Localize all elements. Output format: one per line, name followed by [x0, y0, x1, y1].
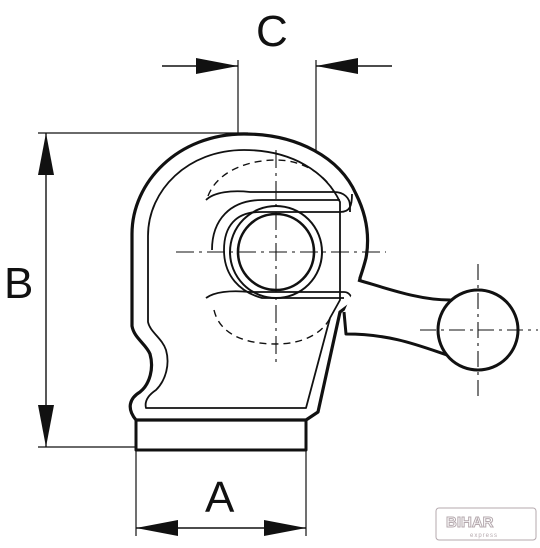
inner-contour	[144, 149, 341, 409]
dim-b-arrow-top	[38, 133, 54, 175]
upper-slot-inner	[211, 199, 340, 251]
hidden-upper-arc	[207, 159, 335, 197]
dimension-a	[135, 448, 307, 536]
dimension-b-label: B	[4, 259, 33, 308]
dimension-c-label: C	[256, 7, 288, 56]
watermark-brand: BIHAR	[446, 514, 494, 531]
watermark-logo: BIHAR express	[435, 507, 537, 541]
dim-b-arrow-bottom	[38, 405, 54, 447]
upper-slot-outline	[223, 193, 353, 299]
dim-a-arrow-right	[264, 520, 306, 536]
dim-a-arrow-left	[136, 520, 178, 536]
dim-c-arrow-left	[196, 58, 238, 74]
base-flange	[134, 418, 308, 452]
handle	[342, 278, 520, 372]
dimension-a-label: A	[205, 473, 235, 522]
knob-center-lines	[420, 264, 538, 400]
watermark-sub: express	[470, 533, 498, 539]
center-lines	[176, 150, 386, 362]
watermark-box	[435, 507, 537, 541]
dimension-b	[38, 132, 248, 448]
dim-c-arrow-right	[316, 58, 358, 74]
handle-arm	[342, 278, 452, 358]
